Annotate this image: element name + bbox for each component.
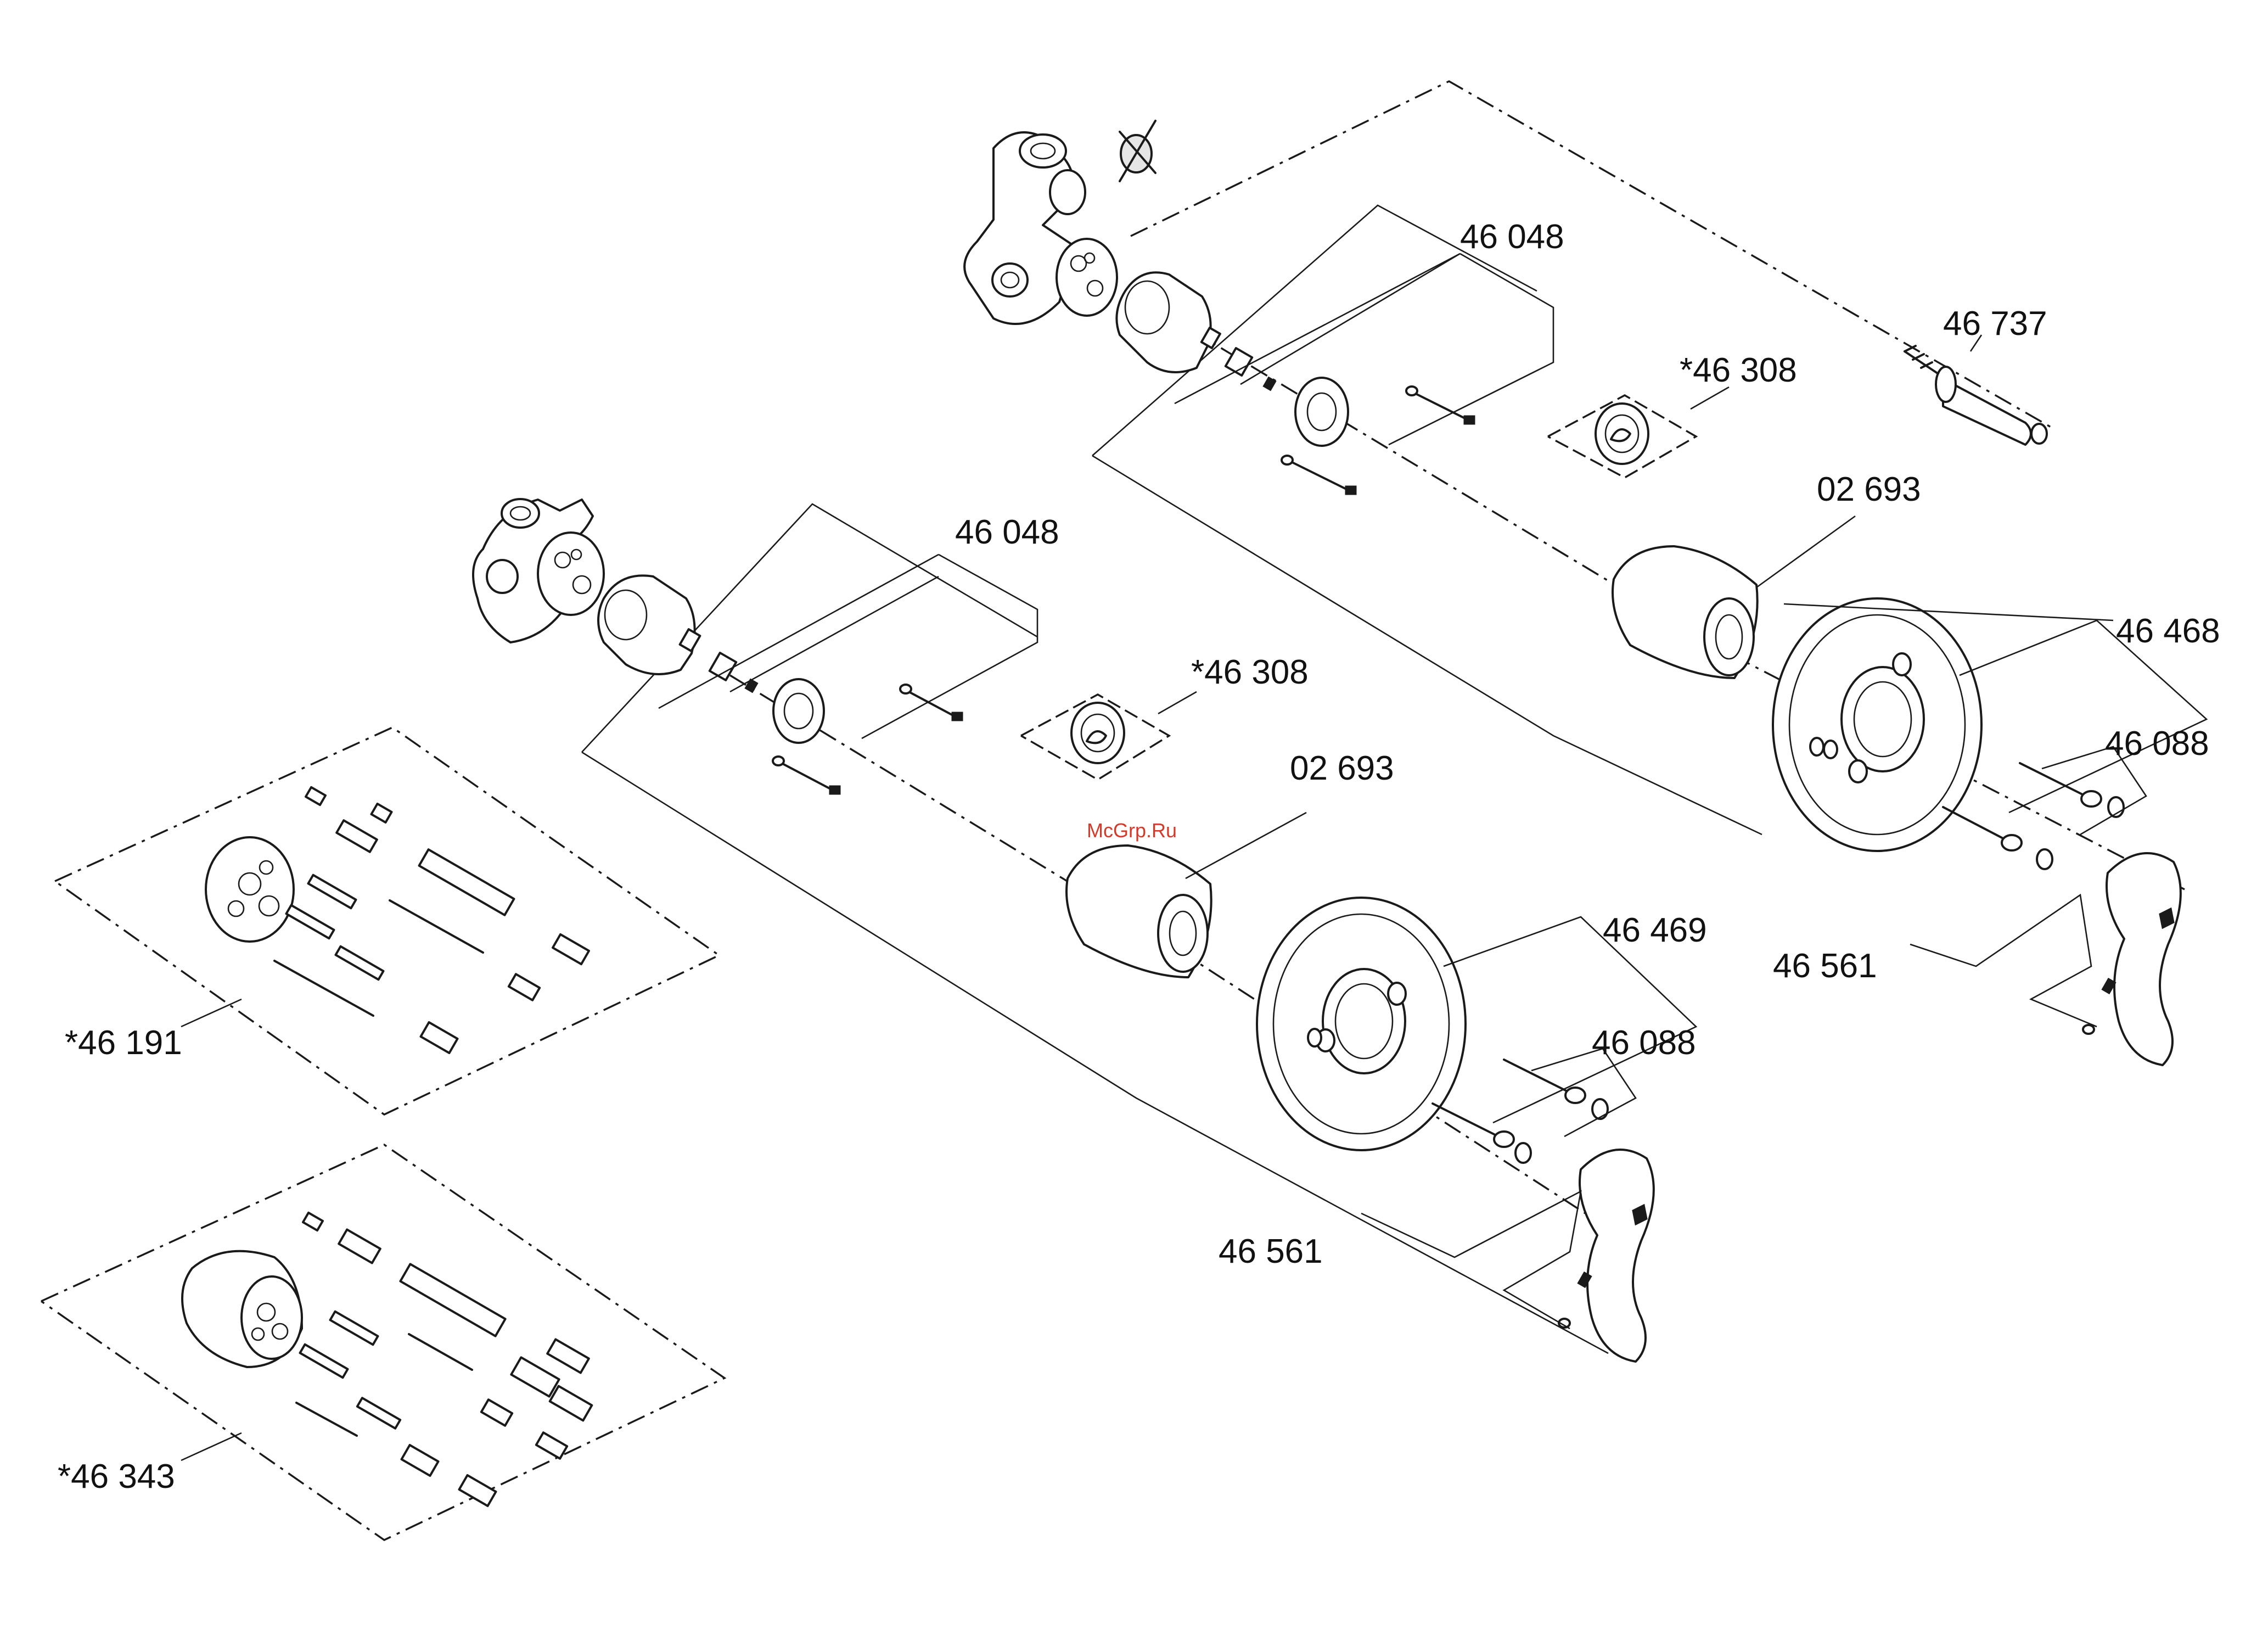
label-limiter-upper: *46 308 — [1680, 351, 1797, 389]
label-escutcheon-upper: 46 468 — [2116, 612, 2220, 650]
kit-a-leader — [181, 999, 242, 1027]
limiter-upper-leader — [1691, 387, 1729, 409]
label-handle-upper: 46 561 — [1773, 947, 1877, 985]
watermark-text: McGrp.Ru — [1087, 819, 1177, 842]
label-spindle: 46 737 — [1943, 305, 2047, 343]
kit-b-leader — [181, 1433, 242, 1460]
label-screws-middle: 46 088 — [1592, 1024, 1696, 1062]
handle-middle-leader — [1361, 1191, 1581, 1329]
label-kit-b: *46 343 — [58, 1458, 175, 1496]
cartridge-upper-leader-3 — [1240, 254, 1460, 384]
escutcheon-middle — [1257, 898, 1466, 1150]
label-sleeve-upper: 02 693 — [1817, 471, 1921, 508]
sleeve-upper — [1613, 546, 1758, 678]
cartridge-middle-leader-3 — [730, 576, 939, 692]
label-cartridge-middle: 46 048 — [955, 513, 1059, 551]
valve-body-middle — [473, 499, 604, 642]
handle-upper-leader — [1910, 895, 2097, 1027]
limiter-upper — [1548, 395, 1696, 478]
label-escutcheon-middle: 46 469 — [1603, 911, 1707, 949]
sleeve-middle — [1066, 845, 1211, 977]
label-screws-upper: 46 088 — [2105, 725, 2209, 763]
middle-assembly: McGrp.Ru — [473, 499, 1696, 1362]
spindle — [1905, 346, 2047, 445]
upper-dash-line-back — [1131, 81, 2053, 428]
label-sleeve-middle: 02 693 — [1290, 749, 1394, 787]
handle-middle — [1559, 1150, 1654, 1362]
screws-middle — [1433, 1060, 1608, 1163]
label-limiter-middle: *46 308 — [1191, 653, 1309, 691]
sleeve-upper-leader — [1756, 516, 1855, 587]
limiter-middle-leader — [1158, 692, 1197, 714]
label-handle-middle: 46 561 — [1219, 1233, 1323, 1270]
sleeve-middle-leader — [1186, 813, 1306, 878]
valve-body-upper — [964, 132, 1117, 324]
escutcheon-upper — [1773, 598, 1981, 851]
label-kit-a: *46 191 — [65, 1024, 182, 1062]
not-included-icon — [1120, 121, 1155, 181]
cartridge-upper — [1116, 272, 1474, 494]
cartridge-middle — [598, 575, 962, 794]
handle-upper — [2083, 853, 2181, 1065]
limiter-middle — [1021, 695, 1169, 780]
label-cartridge-upper: 46 048 — [1460, 218, 1564, 256]
